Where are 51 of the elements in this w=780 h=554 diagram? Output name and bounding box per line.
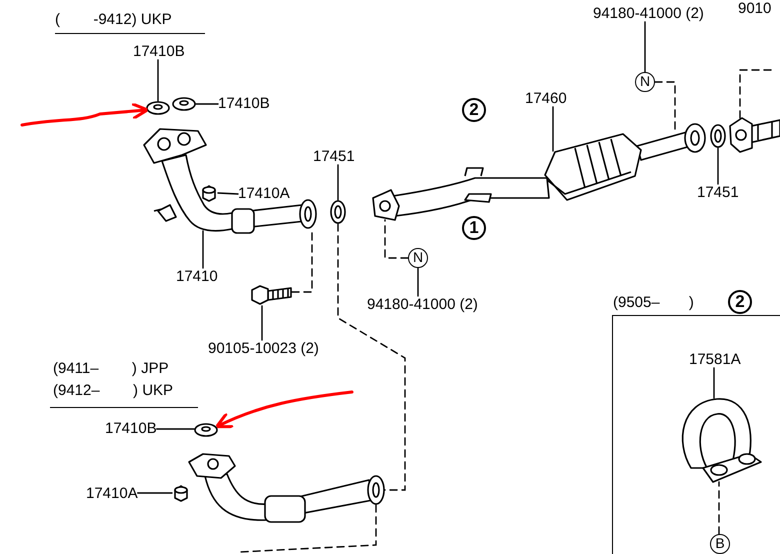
part-number: 17451 [313, 148, 355, 165]
applicability-note: (9412– ) UKP [53, 382, 174, 399]
circled-letter: N [635, 72, 655, 92]
leader-line [202, 230, 204, 269]
applicability-note: 9010 [738, 0, 772, 17]
leader-line [713, 367, 715, 399]
leader-line [261, 305, 263, 341]
leader-line [337, 164, 339, 201]
bolt-drawing [250, 284, 292, 306]
leader-line [156, 428, 195, 430]
exhaust-pipe-drawing [728, 114, 780, 154]
circled-letter: N [408, 248, 428, 268]
part-number: 17410B [218, 95, 270, 112]
leader-line [217, 192, 239, 195]
dashed-leader-line [239, 504, 377, 553]
leader-line [137, 492, 173, 494]
leader-line [157, 59, 159, 102]
nut-drawing [200, 184, 218, 202]
applicability-note: ( -9412) UKP [55, 11, 172, 28]
leader-line [644, 21, 646, 73]
annotation-arrow [215, 390, 354, 428]
circled-number: 1 [462, 216, 486, 240]
part-number: 90105-10023 (2) [208, 340, 319, 357]
dashed-leader-line [384, 219, 409, 259]
part-number: 94180-41000 (2) [593, 5, 704, 22]
gasket-ring-drawing [172, 97, 196, 111]
gasket-ring-drawing [146, 101, 170, 115]
part-number: 17581A [689, 351, 741, 368]
leader-line [717, 147, 719, 185]
circled-letter: B [710, 534, 730, 554]
gasket-ring-drawing [194, 423, 218, 437]
gasket-drawing [710, 124, 726, 148]
part-number: 17410A [86, 485, 138, 502]
leader-line [195, 103, 219, 105]
part-number: 17410 [176, 268, 218, 285]
part-number: 17460 [525, 90, 567, 107]
part-number: 94180-41000 (2) [367, 296, 478, 313]
date-range-label: (9505– ) [613, 294, 694, 311]
leader-line [552, 106, 554, 152]
part-number: 17451 [697, 184, 739, 201]
gasket-drawing [330, 200, 346, 224]
circled-number: 2 [728, 290, 752, 314]
part-number: 17410B [133, 43, 185, 60]
part-number: 17410A [238, 185, 290, 202]
part-number: 17410B [105, 420, 157, 437]
annotation-arrow [20, 102, 149, 126]
dashed-leader-line [337, 223, 406, 491]
nut-drawing [172, 484, 190, 502]
applicability-note: (9411– ) JPP [53, 360, 169, 377]
circled-number: 2 [462, 98, 486, 122]
leader-line [417, 267, 419, 297]
